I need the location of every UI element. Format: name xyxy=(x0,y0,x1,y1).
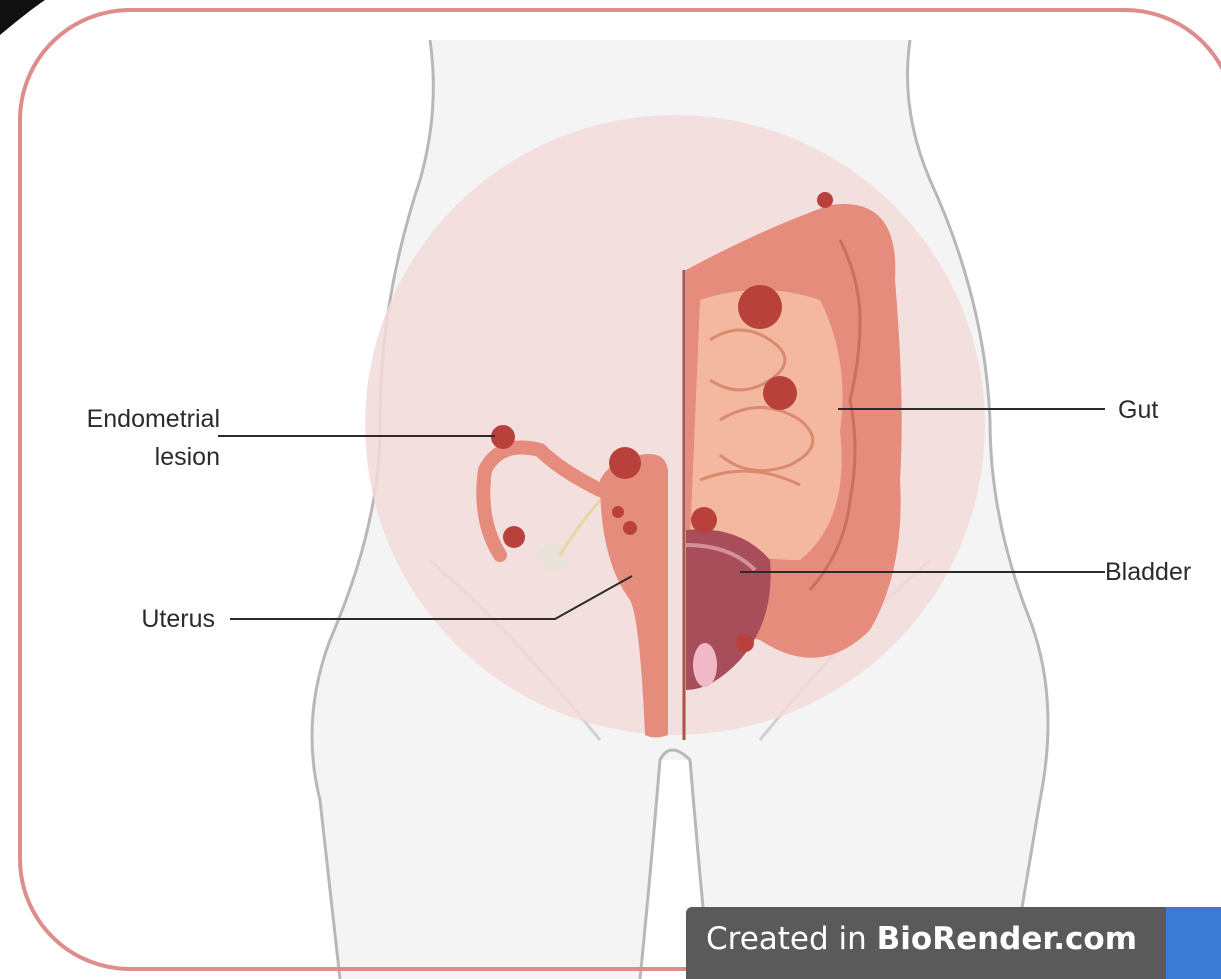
label-uterus: Uterus xyxy=(40,604,215,634)
lesion-uterus-small-2 xyxy=(623,521,637,535)
lesion-gut-edge xyxy=(817,192,833,208)
watermark-brand: BioRender.com xyxy=(877,921,1137,957)
label-endometrial-lesion-line1: Endometrial xyxy=(40,404,220,434)
lesion-gut-top xyxy=(738,285,782,329)
lesion-ovary xyxy=(503,526,525,548)
corner-mark xyxy=(0,0,45,35)
lesion-gut-middle xyxy=(763,376,797,410)
lesion-bladder xyxy=(691,507,717,533)
watermark-prefix: Created in xyxy=(706,921,877,957)
lesion-lower xyxy=(736,634,754,652)
biorender-watermark[interactable]: Created in BioRender.com xyxy=(686,907,1166,979)
lesion-uterus-top xyxy=(609,447,641,479)
label-endometrial-lesion-line2: lesion xyxy=(40,442,220,472)
watermark-tab[interactable] xyxy=(1166,907,1221,979)
label-gut: Gut xyxy=(1118,395,1158,425)
watermark-text: Created in BioRender.com xyxy=(706,921,1137,957)
label-bladder: Bladder xyxy=(1105,557,1191,587)
lesion-uterus-small-1 xyxy=(612,506,624,518)
